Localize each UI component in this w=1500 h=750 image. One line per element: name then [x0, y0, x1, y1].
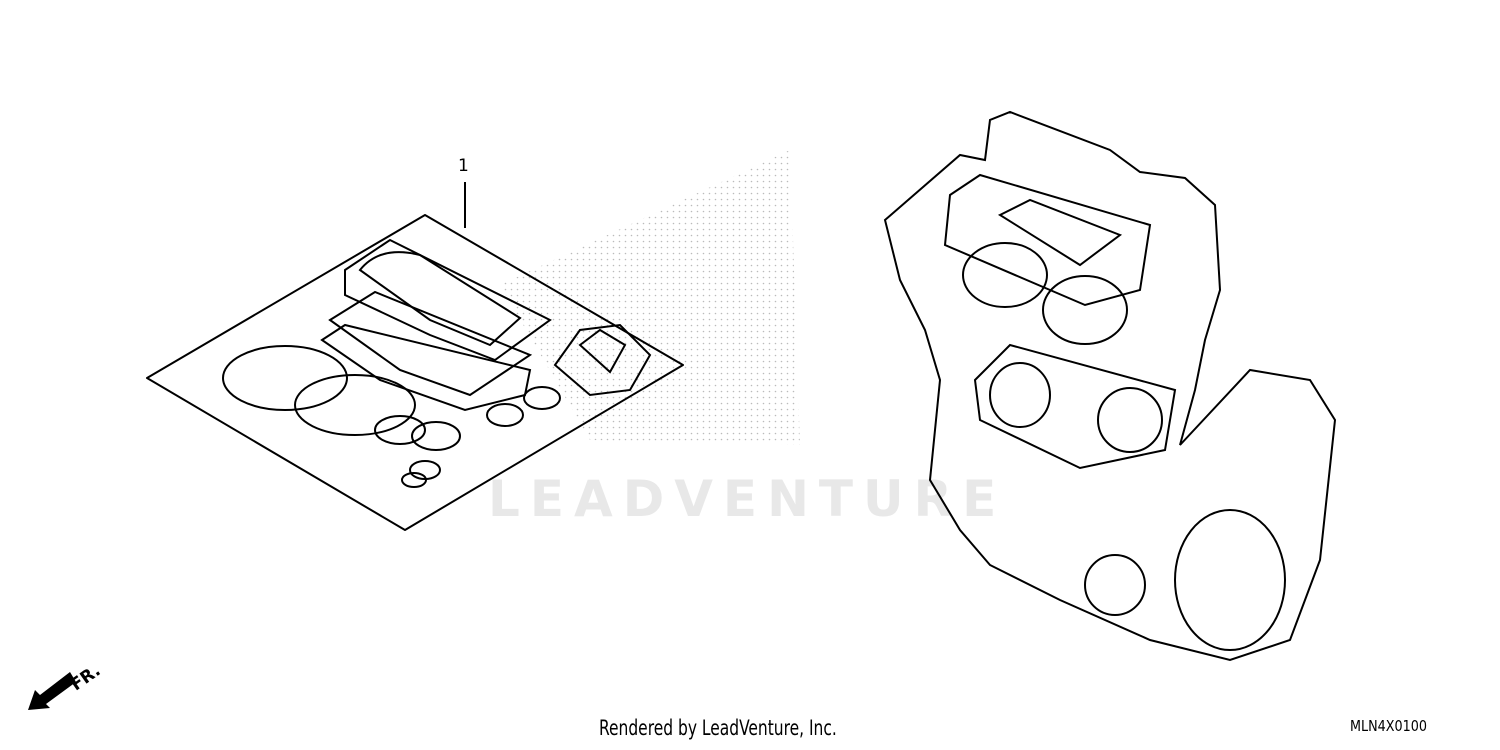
gasket-kit[interactable] — [146, 182, 684, 531]
watermark: LEADVENTURE — [488, 470, 1007, 528]
diagram-code: MLN4X0100 — [1350, 717, 1427, 735]
callout-1[interactable]: 1 — [458, 156, 469, 176]
watermark-wing — [500, 150, 800, 445]
footer-credit: Rendered by LeadVenture, Inc. — [599, 716, 837, 740]
engine-assembly — [883, 110, 1337, 662]
front-direction-arrow-icon — [28, 672, 76, 710]
